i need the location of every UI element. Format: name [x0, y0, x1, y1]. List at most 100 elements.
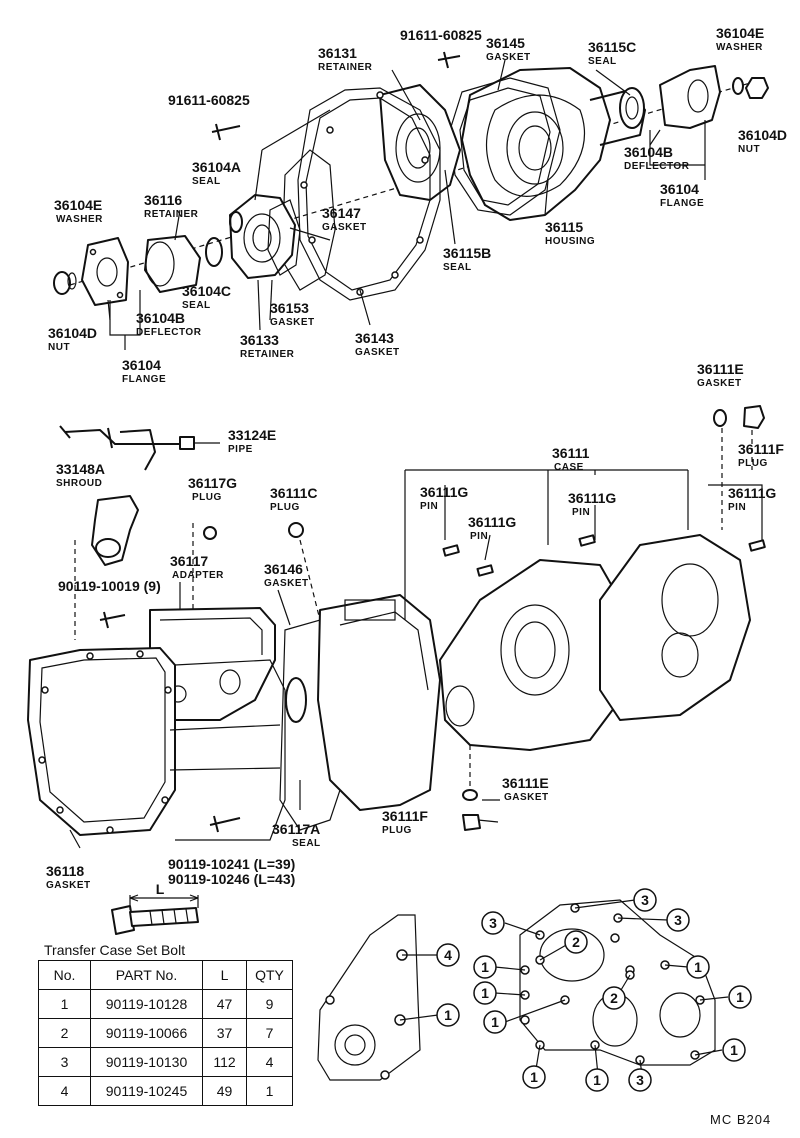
table-cell: 47 [202, 989, 247, 1019]
callout-part-no: 36111G [468, 514, 516, 530]
callout-part-name: SEAL [182, 300, 211, 311]
svg-text:2: 2 [572, 934, 580, 950]
table-header-cell: L [202, 960, 247, 990]
bolt-callout: 1 [728, 985, 752, 1009]
table-header-cell: QTY [246, 960, 293, 990]
callout-part-name: PIN [728, 502, 746, 513]
bolt-callout: 1 [473, 981, 497, 1005]
callout-part-name: PLUG [192, 492, 222, 503]
callout-part-no: 36147 [322, 205, 361, 221]
callout-part-no: 36111G [728, 485, 776, 501]
bolt-callout: 2 [564, 930, 588, 954]
callout-part-no: 36118 [46, 863, 84, 879]
callout-part-name: RETAINER [240, 349, 295, 360]
callout-part-no: 36146 [264, 561, 303, 577]
callout-part-name: GASKET [264, 578, 309, 589]
callout-part-name: DEFLECTOR [624, 161, 690, 172]
callout-part-no: 36115 [545, 219, 583, 235]
table-cell: 7 [246, 1018, 293, 1048]
table-cell: 2 [38, 1018, 91, 1048]
diagram-code: MC B204 [710, 1112, 772, 1127]
callout-part-no: 36111 [552, 445, 590, 461]
bolt-position-views [317, 899, 729, 1081]
callout-part-no: 33148A [56, 461, 105, 477]
callout-part-no: 36153 [270, 300, 309, 316]
bolt-length-detail [111, 894, 199, 935]
svg-text:3: 3 [641, 892, 649, 908]
callout-part-name: FLANGE [660, 198, 704, 209]
callout-part-no: 36115B [443, 245, 491, 261]
callout-part-name: GASKET [46, 880, 91, 891]
callout-part-name: CASE [554, 462, 584, 473]
table-cell: 4 [246, 1047, 293, 1077]
table-cell: 112 [202, 1047, 247, 1077]
table-cell: 4 [38, 1076, 91, 1106]
callout-part-name: PIN [572, 507, 590, 518]
callout-part-no: 91611-60825 [400, 27, 482, 43]
part-callouts: 91611-60825 36145 GASKET 36115C SEAL 361… [46, 25, 787, 891]
svg-text:2: 2 [610, 990, 618, 1006]
callout-part-no: 33124E [228, 427, 276, 443]
callout-part-name: PIN [420, 501, 438, 512]
callout-part-no: 36104B [624, 144, 673, 160]
bolt-callout: 3 [633, 888, 657, 912]
callout-part-no: 36111G [568, 490, 616, 506]
callout-part-no: 36111G [420, 484, 468, 500]
svg-text:1: 1 [593, 1072, 601, 1088]
callout-part-name: WASHER [716, 42, 763, 53]
callout-part-no: 91611-60825 [168, 92, 250, 108]
callout-part-no: 36104E [716, 25, 764, 41]
callout-part-name: PLUG [382, 825, 412, 836]
callout-part-name: RETAINER [318, 62, 373, 73]
callout-part-name: SEAL [192, 176, 221, 187]
bolt-callout: 3 [628, 1068, 652, 1092]
table-row: 4 90119-10245 49 1 [38, 1076, 293, 1106]
callout-part-name: PLUG [738, 458, 768, 469]
callout-part-name: PIPE [228, 444, 253, 455]
callout-part-no: 36104 [122, 357, 161, 373]
callout-part-no: 36117G [188, 475, 237, 491]
table-row: 1 90119-10128 47 9 [38, 989, 293, 1019]
callout-part-name: NUT [48, 342, 70, 353]
table-header-row: No. PART No. L QTY [38, 960, 293, 990]
callout-part-no: 36111F [738, 441, 784, 457]
bolt-callout: 4 [436, 943, 460, 967]
callout-part-name: GASKET [504, 792, 549, 803]
table-cell: 3 [38, 1047, 91, 1077]
callout-part-no: 36116 [144, 192, 182, 208]
table-row: 2 90119-10066 37 7 [38, 1018, 293, 1048]
bolt-callout: 1 [473, 955, 497, 979]
callout-part-name: SEAL [588, 56, 617, 67]
bolt-callout: 1 [722, 1038, 746, 1062]
callout-part-name: SEAL [292, 838, 321, 849]
callout-part-no: 36111C [270, 485, 318, 501]
callout-part-name: GASKET [270, 317, 315, 328]
table-cell: 90119-10130 [90, 1047, 203, 1077]
middle-assembly-drawing [27, 405, 766, 849]
table-cell: 37 [202, 1018, 247, 1048]
callout-part-name: PIN [470, 531, 488, 542]
callout-part-no: 36104 [660, 181, 699, 197]
bolt-number-callouts: 4 1 3 3 3 2 1 1 1 2 1 1 1 1 1 3 1 1 [436, 888, 752, 1092]
svg-text:1: 1 [444, 1007, 452, 1023]
callout-part-name: WASHER [56, 214, 103, 225]
callout-part-name: ADAPTER [172, 570, 224, 581]
transfer-case-bolt-table: No. PART No. L QTY 1 90119-10128 47 9 2 … [38, 960, 293, 1106]
svg-text:3: 3 [674, 912, 682, 928]
callout-part-no: 90119-10241 (L=39) [168, 856, 295, 872]
bolt-callout: 1 [585, 1068, 609, 1092]
bolt-callout: 1 [483, 1010, 507, 1034]
bolt-callout: 1 [686, 955, 710, 979]
callout-part-name: GASKET [322, 222, 367, 233]
callout-part-no: 36117A [272, 821, 320, 837]
callout-part-name: DEFLECTOR [136, 327, 202, 338]
callout-part-name: GASKET [486, 52, 531, 63]
callout-part-name: GASKET [697, 378, 742, 389]
callout-part-no: 36104D [48, 325, 97, 341]
callout-part-no: 36131 [318, 45, 357, 61]
bolt-table-title: Transfer Case Set Bolt [44, 942, 186, 958]
table-cell: 9 [246, 989, 293, 1019]
callout-part-name: RETAINER [144, 209, 199, 220]
table-cell: 1 [38, 989, 91, 1019]
